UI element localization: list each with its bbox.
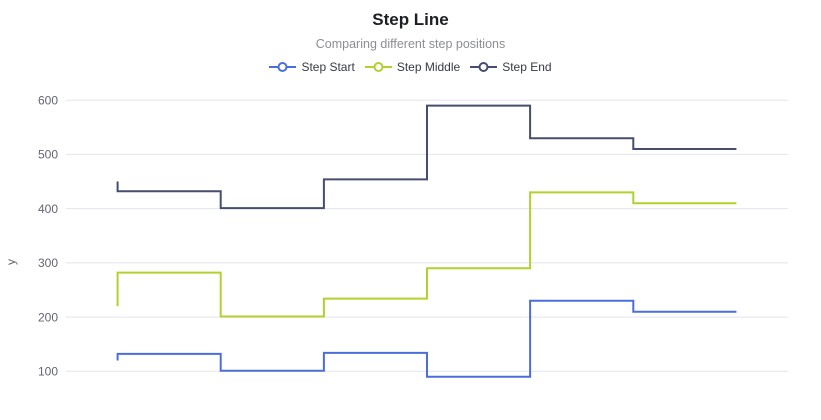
legend-item-step-end[interactable]: Step End	[470, 60, 552, 74]
line-circle-marker-icon	[470, 62, 498, 72]
y-axis-name: y	[4, 259, 18, 265]
series-line-step-start	[116, 299, 737, 378]
y-tick-label: 300	[38, 256, 58, 270]
legend: Step Start Step Middle Step End	[0, 59, 821, 75]
y-tick-label: 600	[38, 93, 58, 107]
line-circle-marker-icon	[269, 62, 297, 72]
y-tick-label: 400	[38, 202, 58, 216]
legend-item-step-start[interactable]: Step Start	[269, 60, 355, 74]
y-tick-label: 100	[38, 365, 58, 379]
legend-item-step-middle[interactable]: Step Middle	[364, 60, 461, 74]
legend-item-label: Step Start	[301, 60, 355, 74]
chart-subtitle: Comparing different step positions	[315, 37, 506, 51]
line-circle-marker-icon	[364, 62, 392, 72]
chart-title: Step Line	[372, 10, 449, 29]
series-line-step-end	[116, 104, 737, 210]
legend-item-label: Step End	[502, 60, 552, 74]
y-tick-label: 500	[38, 148, 58, 162]
legend-item-label: Step Middle	[396, 60, 461, 74]
y-tick-label: 200	[38, 310, 58, 324]
series-line-step-middle	[116, 191, 737, 318]
